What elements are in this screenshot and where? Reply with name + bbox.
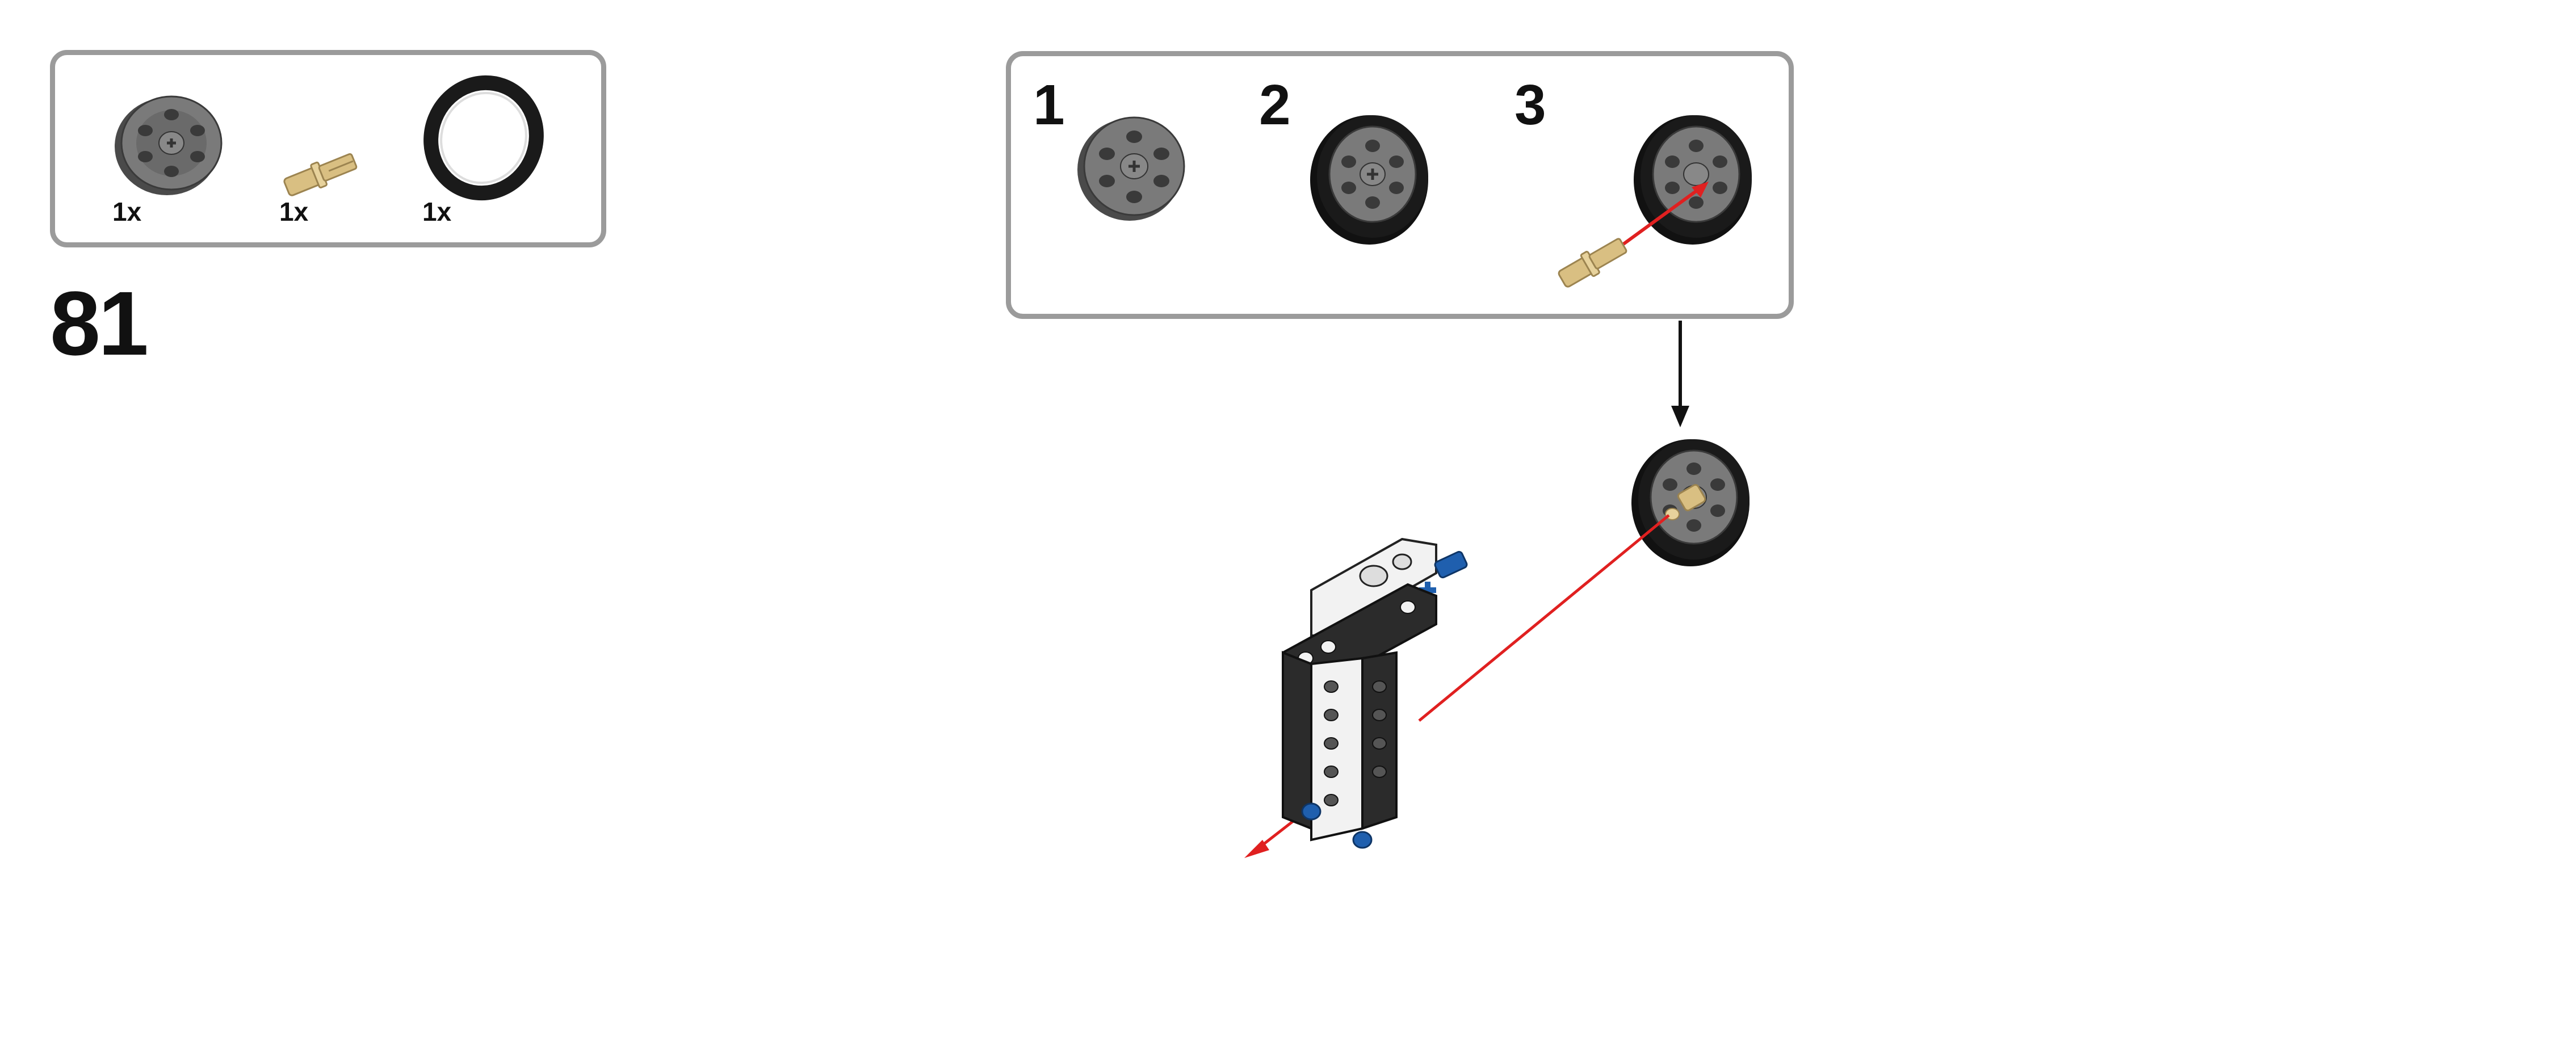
axle-pin-part-icon (283, 153, 358, 196)
axle-pin-quantity: 1x (279, 197, 309, 226)
tire-part-icon (423, 75, 544, 201)
wheel-hub-part-icon (115, 95, 223, 195)
sub-step-3-insert-arrow (1622, 182, 1709, 246)
wheel-hub-quantity: 1x (112, 197, 142, 226)
sub-step-number-3: 3 (1514, 73, 1546, 137)
sub-step-2-wheel-icon (1310, 115, 1428, 245)
beam-frame-assembly (1282, 537, 1468, 849)
sub-step-3-wheel-icon (1634, 115, 1752, 245)
sub-assembly-down-arrow (1671, 321, 1689, 427)
sub-step-number-1: 1 (1033, 73, 1065, 137)
tire-quantity: 1x (422, 197, 452, 226)
step-number: 81 (50, 272, 149, 374)
sub-step-1-hub-icon (1077, 116, 1185, 221)
sub-step-number-2: 2 (1259, 73, 1291, 137)
main-wheel-icon (1631, 439, 1750, 566)
sub-step-3-pin-icon (1558, 238, 1627, 288)
